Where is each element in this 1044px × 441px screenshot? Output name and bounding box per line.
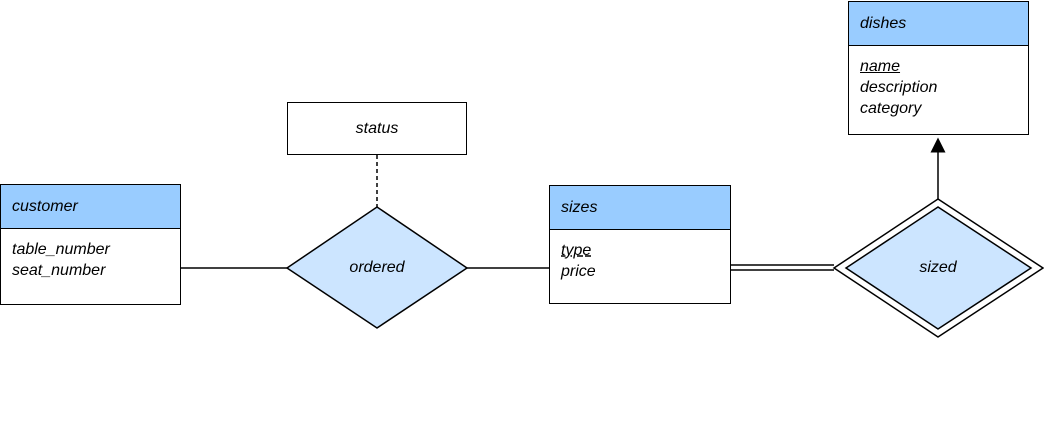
ordered-relationship-diamond[interactable] [285, 206, 469, 329]
sized-relationship-inner-diamond[interactable] [844, 206, 1033, 330]
sizes-entity-header: sizes [550, 186, 730, 230]
status-attribute-box[interactable]: status [287, 102, 467, 155]
dishes-entity[interactable]: dishes name description category [848, 1, 1029, 135]
dishes-entity-title: dishes [860, 14, 907, 32]
customer-attr-seat-number: seat_number [12, 262, 106, 279]
sizes-attribute-list: type price [550, 230, 730, 282]
customer-entity-header: customer [1, 185, 180, 229]
dishes-attr-description: description [860, 79, 938, 96]
customer-attribute-list: table_number seat_number [1, 229, 180, 281]
dishes-attr-name-primary-key: name [860, 58, 901, 75]
sizes-entity[interactable]: sizes type price [549, 185, 731, 304]
dishes-attribute-list: name description category [849, 46, 1028, 119]
dishes-entity-header: dishes [849, 2, 1028, 46]
sizes-entity-title: sizes [561, 198, 598, 216]
customer-entity-title: customer [12, 197, 78, 215]
customer-entity[interactable]: customer table_number seat_number [0, 184, 181, 305]
sizes-attr-type-partial-key: type [561, 242, 592, 259]
status-label: status [355, 119, 399, 137]
sizes-attr-price: price [561, 263, 596, 280]
customer-attr-table-number: table_number [12, 241, 110, 258]
dishes-attr-category: category [860, 100, 922, 117]
sized-label: sized [919, 259, 957, 276]
ordered-label: ordered [349, 259, 405, 276]
